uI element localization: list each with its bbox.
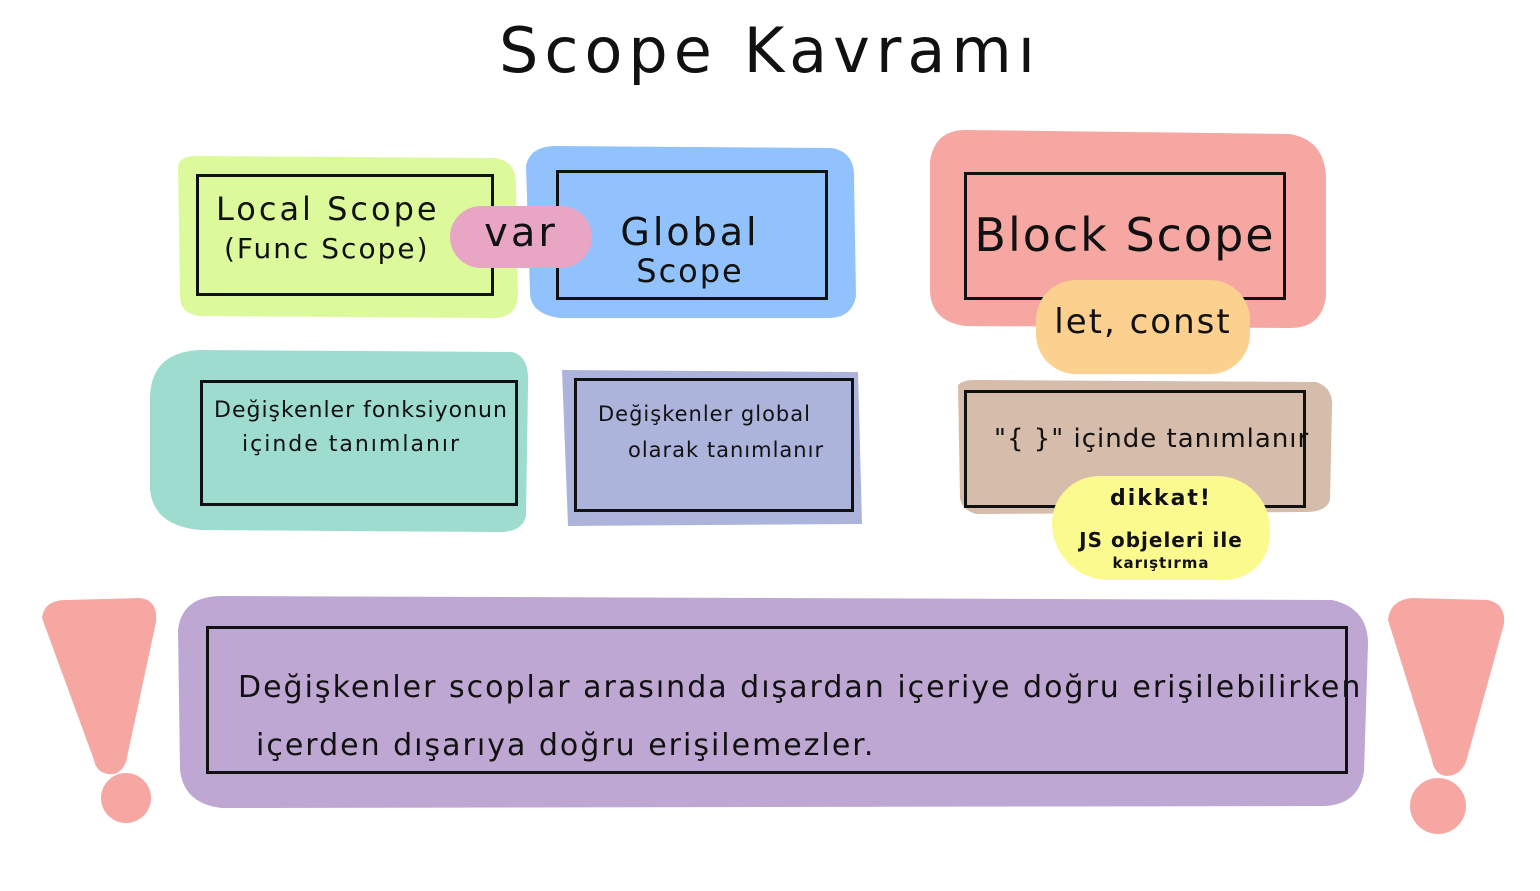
global-desc-blob xyxy=(562,370,862,526)
local-scope-label-line1: Local Scope xyxy=(216,190,440,228)
warning-note-line1: dikkat! xyxy=(1110,486,1212,511)
local-desc-line1: Değişkenler fonksiyonun xyxy=(214,398,508,423)
block-desc-text: "{ }" içinde tanımlanır xyxy=(994,424,1310,454)
local-scope-blob xyxy=(178,156,518,318)
global-scope-blob xyxy=(526,146,856,318)
block-scope-blob xyxy=(930,130,1326,328)
right-exclaim-dot xyxy=(1410,778,1466,834)
global-desc-line1: Değişkenler global xyxy=(598,402,811,426)
local-desc-line2: içinde tanımlanır xyxy=(242,432,462,457)
warning-note-blob xyxy=(1052,476,1270,580)
rule-panel-box xyxy=(206,626,1348,774)
left-exclaim-dot xyxy=(101,773,151,823)
local-desc-box xyxy=(200,380,518,506)
block-scope-label: Block Scope xyxy=(974,208,1276,262)
warning-note-line3: karıştırma xyxy=(1112,554,1210,572)
rule-line2: içerden dışarıya doğru erişilemezler. xyxy=(256,728,876,763)
var-label: var xyxy=(484,210,558,256)
rule-line1: Değişkenler scoplar arasında dışardan iç… xyxy=(238,670,1363,705)
global-scope-label-line1: Global xyxy=(620,210,760,254)
var-pill xyxy=(450,206,592,268)
right-exclaim-bar xyxy=(1388,598,1505,776)
let-const-pill xyxy=(1036,280,1250,374)
local-desc-blob xyxy=(150,350,529,532)
local-scope-label-line2: (Func Scope) xyxy=(224,232,430,265)
global-desc-line2: olarak tanımlanır xyxy=(628,438,825,462)
rule-panel-blob xyxy=(178,596,1368,808)
global-scope-label-line2: Scope xyxy=(636,252,744,290)
let-const-label: let, const xyxy=(1054,302,1232,342)
left-exclaim-bar xyxy=(42,598,157,775)
warning-note-line2: JS objeleri ile xyxy=(1079,528,1243,552)
global-desc-box xyxy=(574,378,854,512)
diagram-title: Scope Kavramı xyxy=(499,14,1041,87)
